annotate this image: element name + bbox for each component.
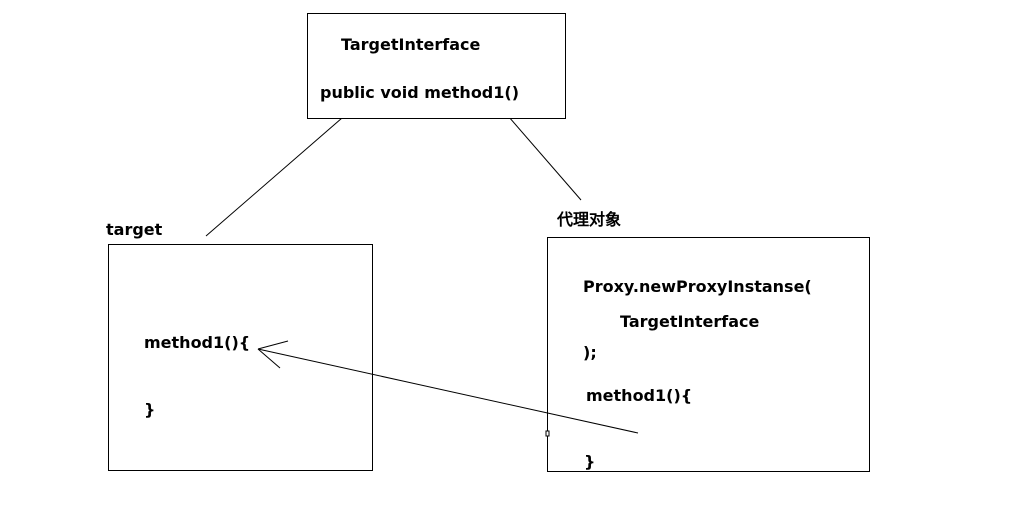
- target-label: target: [106, 220, 163, 239]
- proxy-box: Proxy.newProxyInstanse( TargetInterface …: [547, 237, 870, 472]
- proxy-call-open: Proxy.newProxyInstanse(: [583, 277, 812, 296]
- proxy-box-frame: [547, 237, 870, 472]
- target-method-open: method1(){: [144, 333, 250, 352]
- delegation-arrow-head-upper: [257, 340, 289, 350]
- interface-to-proxy-line: [501, 108, 582, 201]
- interface-to-target-line: [205, 117, 343, 237]
- proxy-edge-marker: [545, 430, 550, 437]
- interface-box-frame: [307, 13, 566, 119]
- proxy-method-open: method1(){: [586, 386, 692, 405]
- interface-title: TargetInterface: [341, 35, 480, 54]
- proxy-call-close: );: [583, 343, 597, 362]
- delegation-arrow-shaft: [257, 348, 639, 434]
- delegation-arrow: [257, 340, 639, 434]
- interface-box: TargetInterface public void method1(): [307, 13, 566, 119]
- target-method-close: }: [144, 400, 155, 419]
- proxy-call-arg: TargetInterface: [620, 312, 759, 331]
- target-box-frame: [108, 244, 373, 471]
- interface-method: public void method1(): [320, 83, 519, 102]
- target-box: method1(){ }: [108, 244, 373, 471]
- delegation-arrow-head-lower: [257, 348, 281, 369]
- proxy-label: 代理对象: [556, 210, 621, 229]
- proxy-method-close: }: [584, 452, 595, 471]
